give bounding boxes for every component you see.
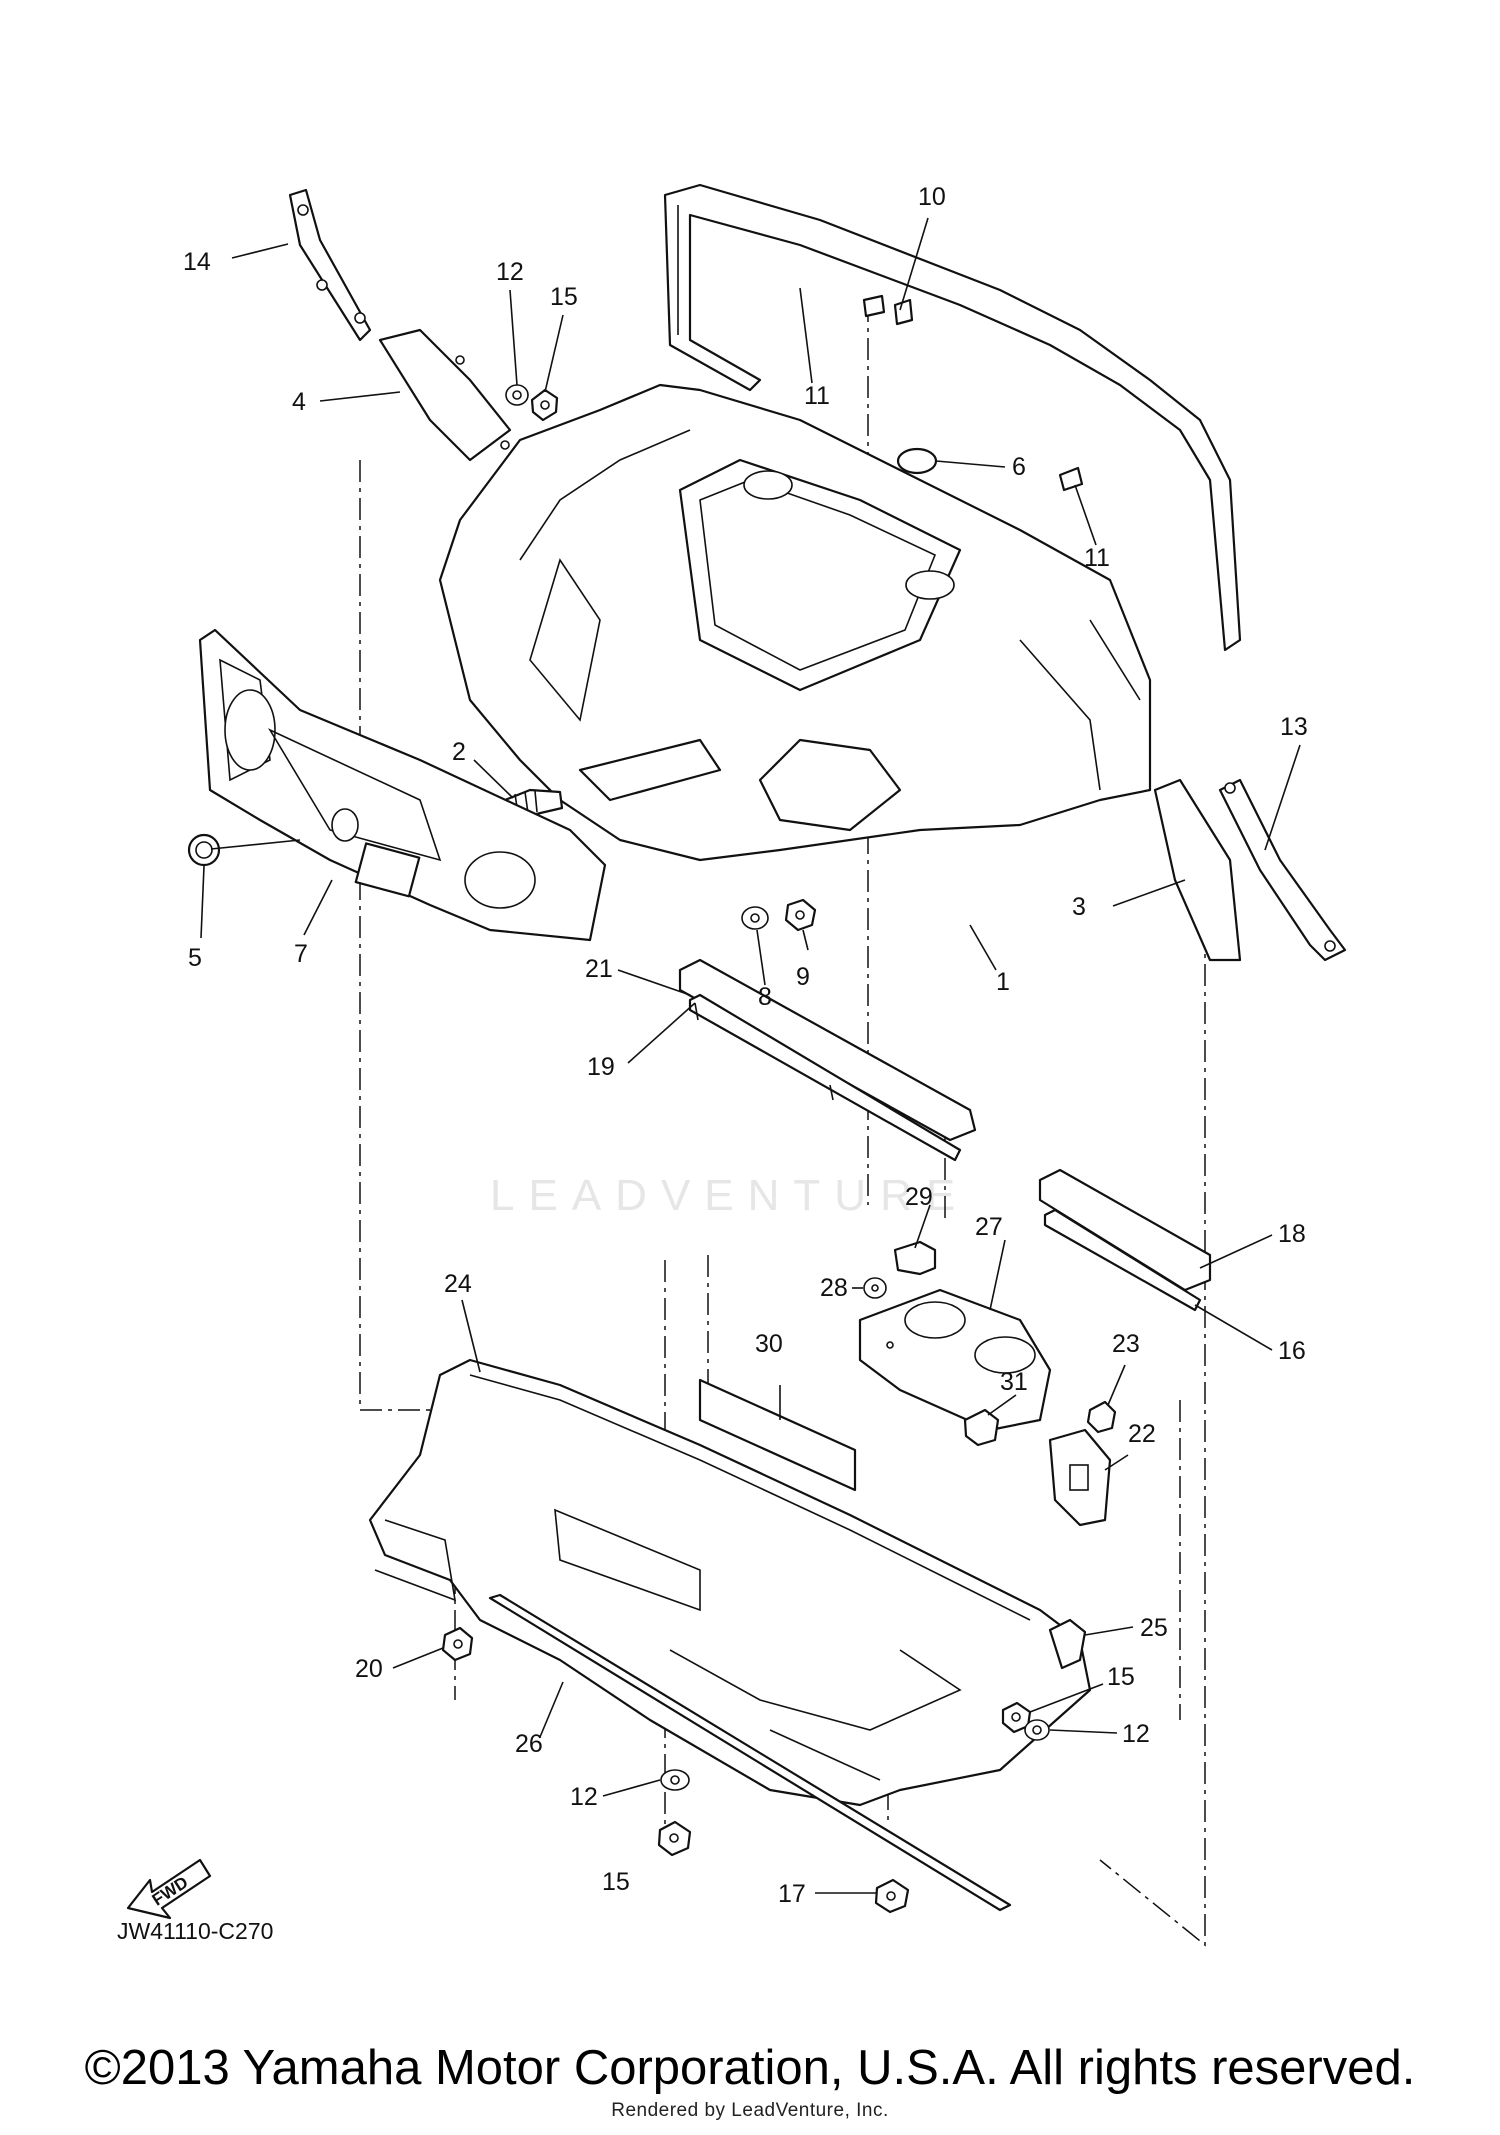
callout-16: 16: [1278, 1337, 1306, 1365]
part-10-top-rail: [663, 183, 1242, 652]
callout-20: 20: [355, 1655, 383, 1683]
callout-15-bottom: 15: [602, 1868, 630, 1896]
callout-8: 8: [758, 983, 772, 1011]
part-29-screw: [893, 1240, 937, 1276]
callout-12-right: 12: [1122, 1720, 1150, 1748]
part-11-clip-a: [862, 294, 886, 318]
callout-10: 10: [918, 183, 946, 211]
part-23-grommet: [1086, 1400, 1117, 1434]
part-20-nut: [441, 1626, 474, 1662]
callout-15-right: 15: [1107, 1663, 1135, 1691]
part-8-washer: [741, 906, 769, 930]
part-11-clip-b: [1058, 466, 1084, 492]
callout-12-bottom: 12: [570, 1783, 598, 1811]
part-17-nut: [874, 1878, 910, 1914]
part-7-headlight-housing: [198, 628, 607, 942]
part-19-trim-base: [688, 993, 962, 1162]
callout-3: 3: [1072, 893, 1086, 921]
callout-11-right: 11: [1084, 544, 1110, 572]
watermark-text: LEADVENTURE: [490, 1171, 969, 1220]
callout-30: 30: [755, 1330, 783, 1358]
fwd-arrow-icon: FWD: [126, 1858, 212, 1920]
callout-21: 21: [585, 955, 613, 983]
callout-15-top: 15: [550, 283, 578, 311]
part-4-bracket: [378, 328, 512, 462]
callout-24: 24: [444, 1270, 472, 1298]
callout-2: 2: [452, 738, 466, 766]
part-25-clip: [1048, 1618, 1087, 1670]
callout-12-top: 12: [496, 258, 524, 286]
callout-1: 1: [996, 968, 1010, 996]
part-1-cowl: [438, 383, 1152, 862]
callout-29: 29: [905, 1183, 933, 1211]
part-16-trim-base: [1043, 1208, 1202, 1312]
part-21-trim: [678, 958, 977, 1142]
callout-25: 25: [1140, 1614, 1168, 1642]
callout-4: 4: [292, 388, 306, 416]
part-22-bracket: [1048, 1428, 1112, 1527]
callout-14: 14: [183, 248, 211, 276]
part-15-nut-bottom: [657, 1820, 692, 1857]
callout-18: 18: [1278, 1220, 1306, 1248]
callout-9: 9: [796, 963, 810, 991]
part-12-washer-right: [1024, 1719, 1050, 1741]
callout-28: 28: [820, 1274, 848, 1302]
rendered-by-notice: Rendered by LeadVenture, Inc.: [611, 2100, 889, 2121]
callout-17: 17: [778, 1880, 806, 1908]
diagram-code: JW41110-C270: [117, 1918, 274, 1944]
callout-13: 13: [1280, 713, 1308, 741]
part-30-pad: [698, 1378, 857, 1492]
part-12-washer-top: [505, 384, 529, 406]
callout-19: 19: [587, 1053, 615, 1081]
callout-5: 5: [188, 944, 202, 972]
part-15-nut-top: [530, 388, 559, 422]
part-13-side-strip: [1218, 778, 1347, 962]
part-9-nut: [784, 898, 817, 932]
callout-7: 7: [294, 940, 308, 968]
part-27-cup-holder: [858, 1288, 1052, 1432]
part-11-clip-c: [893, 298, 914, 326]
part-18-trim: [1038, 1168, 1212, 1292]
callout-23: 23: [1112, 1330, 1140, 1358]
part-12-washer-bottom: [660, 1769, 690, 1791]
callout-labels: 1 2 3 4 5 6 7 8 9 10 11 11 12 12 12 13 1…: [183, 183, 1308, 1908]
part-26-strip: [488, 1593, 1012, 1912]
callout-6: 6: [1012, 453, 1026, 481]
part-24-lower-panel: [368, 1358, 1092, 1807]
copyright-notice: ©2013 Yamaha Motor Corporation, U.S.A. A…: [84, 2041, 1416, 2095]
part-5-emblem: [187, 833, 221, 867]
callout-22: 22: [1128, 1420, 1156, 1448]
callout-31: 31: [1000, 1368, 1028, 1396]
leader-lines: [200, 217, 1301, 1894]
part-28-washer: [863, 1277, 887, 1299]
part-3-bracket: [1153, 778, 1242, 962]
part-31-rivet: [963, 1408, 1000, 1447]
callout-11-left: 11: [804, 382, 830, 410]
part-14-side-strip: [288, 188, 372, 342]
part-6-cap: [896, 447, 938, 475]
callout-27: 27: [975, 1213, 1003, 1241]
callout-26: 26: [515, 1730, 543, 1758]
